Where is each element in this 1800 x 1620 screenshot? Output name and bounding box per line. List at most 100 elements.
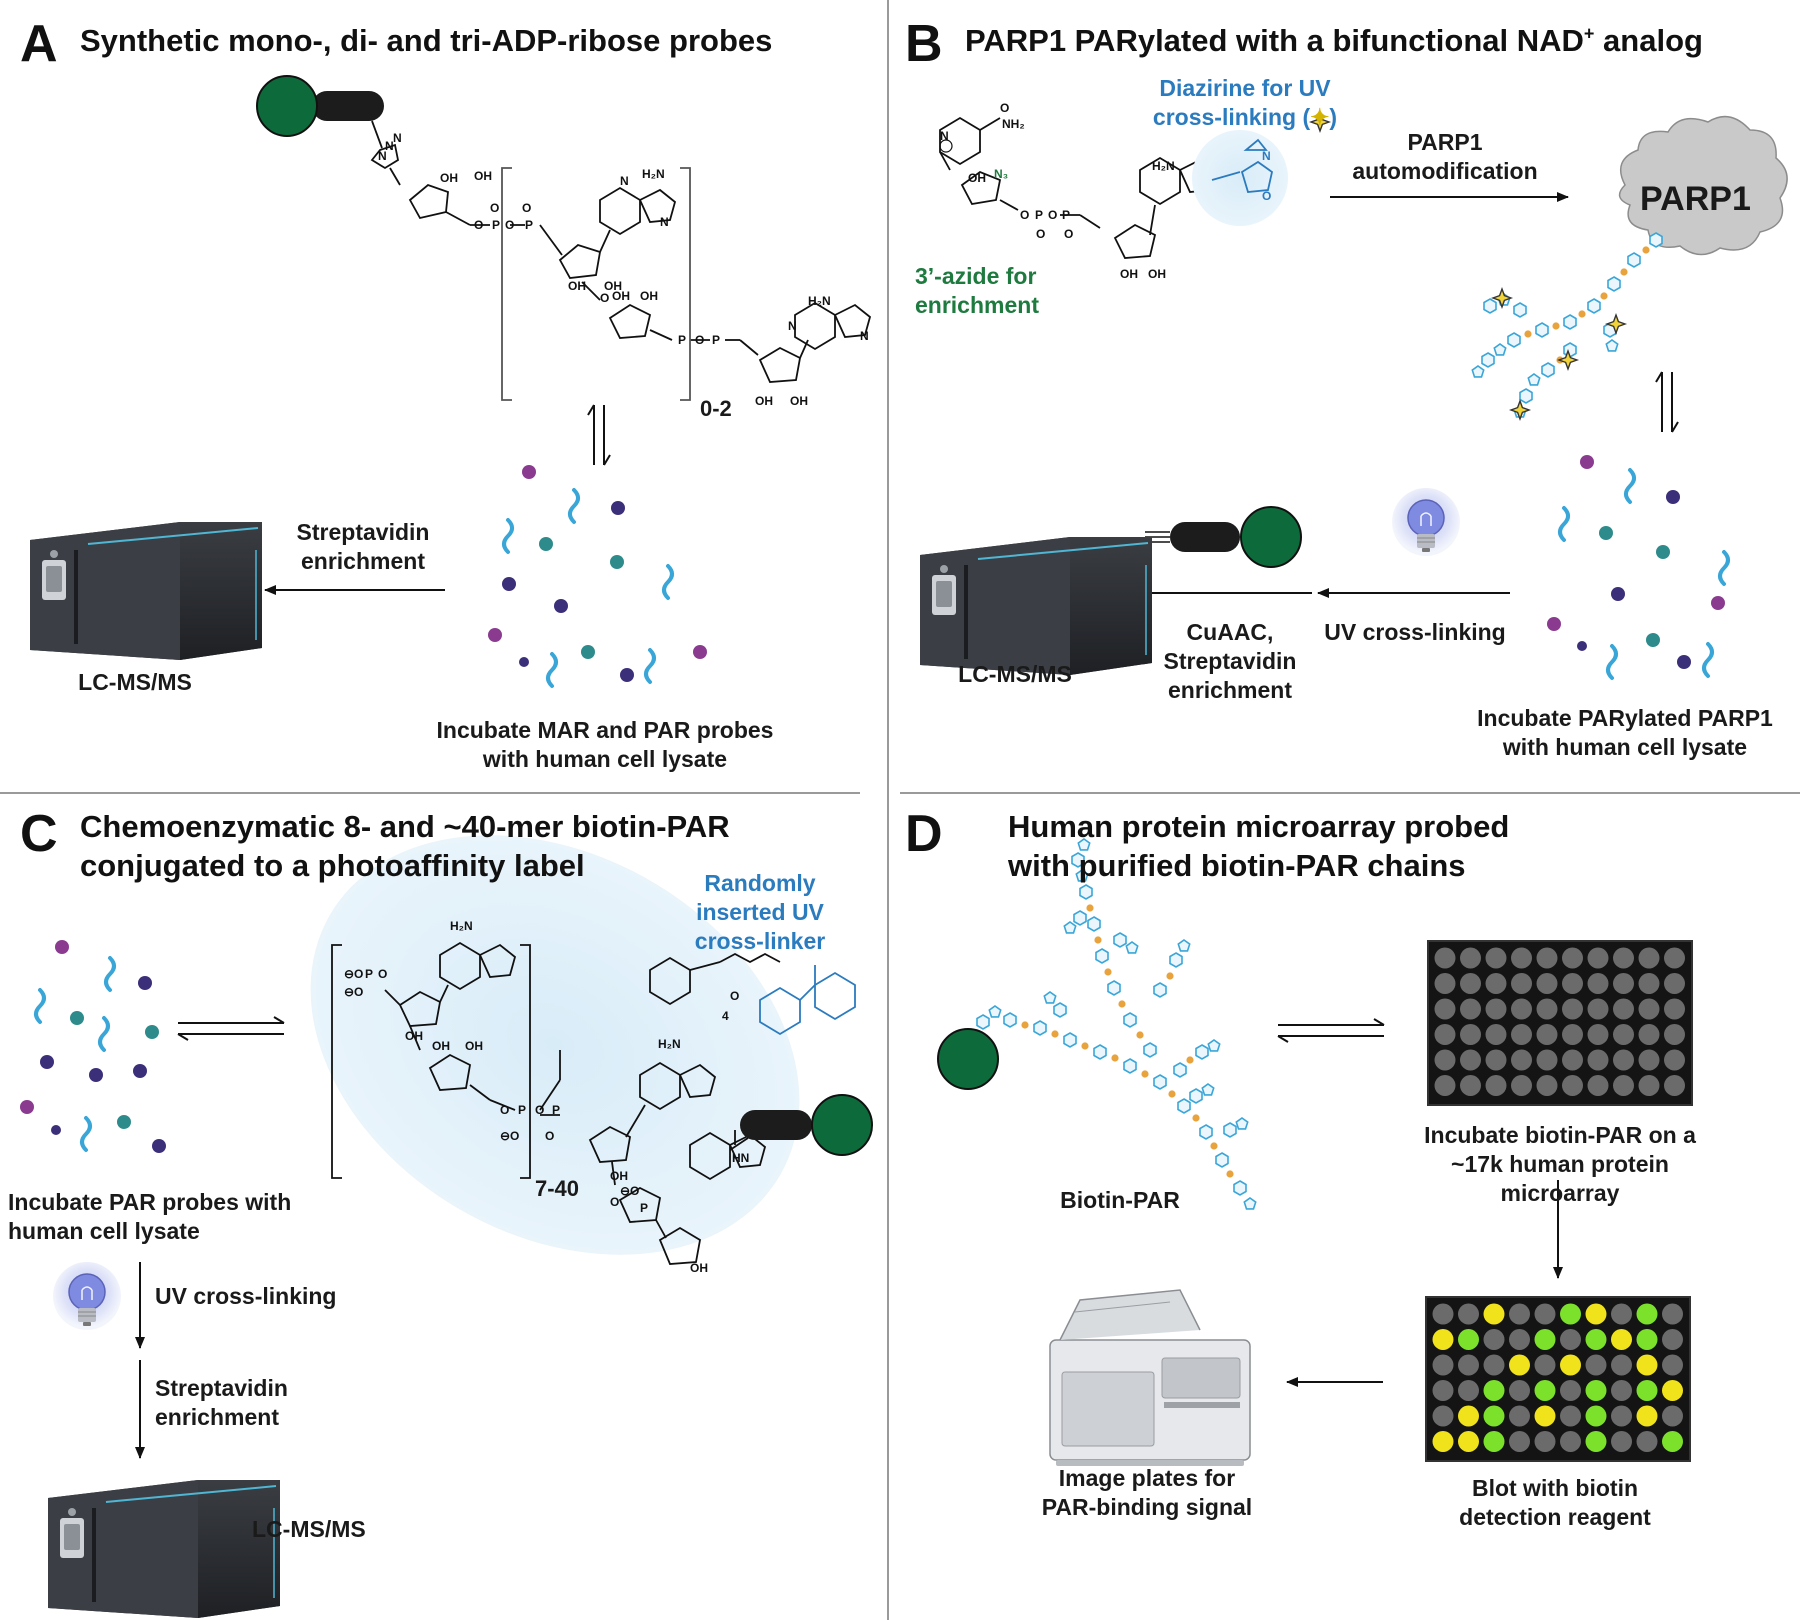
array-spot <box>1458 1354 1479 1376</box>
array-spot <box>1585 1380 1607 1401</box>
biotin-linker-icon-c <box>729 1094 873 1156</box>
array-spot <box>1536 973 1558 994</box>
svg-text:P: P <box>640 1201 648 1215</box>
svg-text:OH: OH <box>968 171 986 185</box>
svg-text:P: P <box>1062 208 1070 222</box>
panel-b-instrument-label: LC-MS/MS <box>958 661 1072 687</box>
array-spot <box>1585 1405 1607 1427</box>
svg-text:O: O <box>522 201 531 215</box>
array-spot <box>1511 998 1532 1020</box>
panel-b-title-sup: + <box>1583 23 1595 44</box>
svg-text:N: N <box>860 329 869 343</box>
panel-c-instrument-label: LC-MS/MS <box>252 1516 366 1542</box>
panel-a-caption: Incubate MAR and PAR probes with human c… <box>436 717 774 772</box>
array-spot <box>1485 1024 1507 1045</box>
biotin-par-chain-icon <box>937 838 1257 1210</box>
svg-text:H₂N: H₂N <box>642 167 665 181</box>
array-spot <box>1485 973 1507 994</box>
svg-text:OH: OH <box>440 171 458 185</box>
panel-a-letter: A <box>20 15 58 73</box>
svg-text:O: O <box>610 1195 619 1209</box>
svg-text:⊖O: ⊖O <box>344 985 363 999</box>
array-spot <box>1511 1075 1532 1096</box>
svg-text:⊖O: ⊖O <box>344 967 363 981</box>
array-spot <box>1613 1075 1634 1096</box>
array-spot <box>1483 1431 1505 1452</box>
array-spot <box>1664 973 1685 994</box>
array-spot <box>1664 1024 1685 1045</box>
diazirine-label-end: ) <box>1329 103 1338 130</box>
automodification-label: PARP1 automodification <box>1352 129 1538 184</box>
svg-text:N: N <box>940 129 949 143</box>
lysate-proteins-icon-b <box>1547 455 1730 680</box>
array-spot <box>1434 1049 1456 1071</box>
array-spot <box>1509 1405 1530 1427</box>
array-spot <box>1585 1354 1607 1376</box>
array-spot <box>1562 1049 1583 1071</box>
equilibrium-arrows-a <box>587 404 611 466</box>
panel-a-instrument-label: LC-MS/MS <box>78 669 192 695</box>
array-spot <box>1636 1431 1658 1452</box>
array-spot <box>1560 1354 1581 1376</box>
svg-text:O: O <box>730 989 739 1003</box>
cuaac-label: CuAAC, Streptavidin enrichment <box>1163 619 1297 703</box>
panel-c-enrich-label: Streptavidin enrichment <box>155 1375 288 1430</box>
array-spot <box>1636 1354 1658 1376</box>
array-spot <box>1613 973 1634 994</box>
par-chain-icon <box>1471 232 1663 420</box>
diazirine-group <box>1211 138 1274 193</box>
array-spot <box>1662 1380 1683 1401</box>
svg-text:O: O <box>505 218 514 232</box>
array-spot <box>1458 1380 1479 1401</box>
array-spot <box>1458 1405 1479 1427</box>
repeat-brackets <box>501 167 691 401</box>
svg-text:P: P <box>1035 208 1043 222</box>
panel-b-letter: B <box>905 15 943 73</box>
crosslinker-label: Randomly inserted UV cross-linker <box>694 870 826 954</box>
array-spot <box>1585 1303 1607 1325</box>
array-spot <box>1585 1329 1607 1350</box>
array-spot <box>1664 1075 1685 1096</box>
panel-d-title-line2: with purified biotin-PAR chains <box>1008 848 1466 883</box>
diazirine-label: Diazirine for UV cross-linking (✦) <box>1130 74 1360 132</box>
svg-text:OH: OH <box>755 394 773 408</box>
array-spot <box>1485 1075 1507 1096</box>
svg-text:N: N <box>620 174 629 188</box>
array-spot <box>1636 1329 1658 1350</box>
array-spot <box>1587 998 1609 1020</box>
panel-a-arrow-label: Streptavidin enrichment <box>296 519 430 574</box>
array-spot <box>1432 1431 1454 1452</box>
svg-text:H₂N: H₂N <box>450 919 473 933</box>
svg-text:OH: OH <box>465 1039 483 1053</box>
svg-text:N: N <box>788 319 797 333</box>
plate-imager-icon <box>1049 1289 1251 1466</box>
panel-d-title-line1: Human protein microarray probed <box>1008 809 1510 844</box>
array-spot <box>1460 998 1481 1020</box>
array-spot <box>1611 1431 1632 1452</box>
array-spot <box>1560 1405 1581 1427</box>
adpr-structure <box>370 120 872 383</box>
svg-text:OH: OH <box>568 279 586 293</box>
svg-text:OH: OH <box>474 169 492 183</box>
blotted-spots <box>1432 1303 1683 1452</box>
array-spot <box>1483 1303 1505 1325</box>
array-spot <box>1613 1024 1634 1045</box>
svg-text:N: N <box>393 131 402 145</box>
array-spot <box>1662 1329 1683 1350</box>
array-spot <box>1432 1405 1454 1427</box>
array-spot <box>1509 1354 1530 1376</box>
array-spot <box>1460 973 1481 994</box>
svg-text:O: O <box>378 967 387 981</box>
array-spot <box>1664 998 1685 1020</box>
svg-text:OH: OH <box>432 1039 450 1053</box>
array-spot <box>1562 998 1583 1020</box>
array-spot <box>1534 1405 1556 1427</box>
svg-text:N₃: N₃ <box>994 167 1008 181</box>
svg-text:P: P <box>678 333 686 347</box>
svg-text:4: 4 <box>722 1009 729 1023</box>
imager-label: Image plates for PAR-binding signal <box>1041 1465 1253 1520</box>
array-spot <box>1560 1431 1581 1452</box>
